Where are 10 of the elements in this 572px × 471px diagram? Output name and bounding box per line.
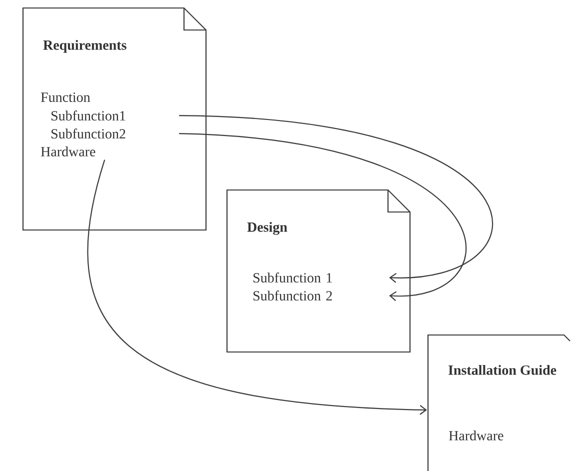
item-text: Subfunction 2 bbox=[254, 290, 332, 301]
item-text: Subfunction 1 bbox=[254, 272, 332, 283]
item-text: Subfunction1 bbox=[52, 110, 126, 121]
item-text: Function bbox=[40, 92, 90, 102]
arrow bbox=[88, 160, 427, 415]
arrow bbox=[179, 133, 466, 302]
item-text: Subfunction2 bbox=[52, 128, 126, 139]
arrow bbox=[179, 115, 493, 283]
item-text: Hardware bbox=[448, 430, 504, 440]
item-text: Hardware bbox=[40, 146, 96, 156]
